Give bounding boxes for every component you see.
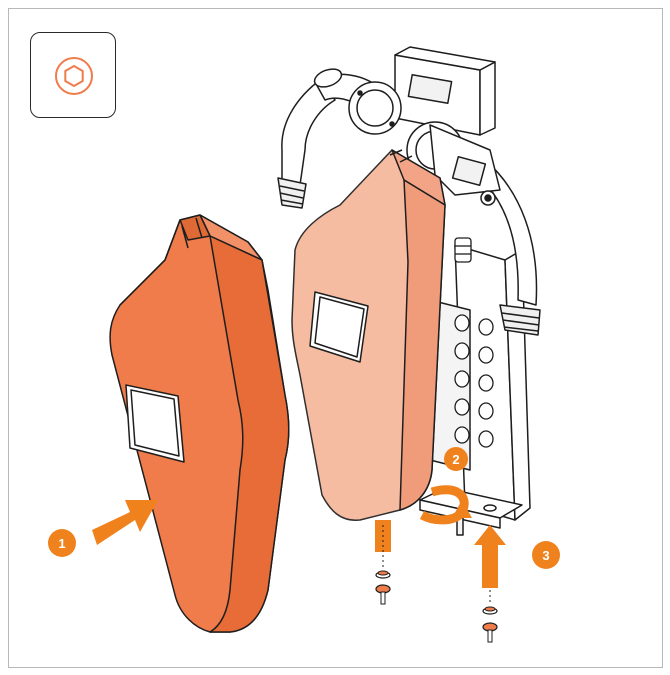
svg-text:2: 2: [452, 452, 459, 467]
svg-text:3: 3: [542, 548, 549, 563]
ghost-cover: [292, 150, 445, 520]
push-arrow: [92, 500, 158, 545]
wall-bracket: [395, 47, 495, 135]
front-cover: [110, 215, 289, 632]
step-badge-3: 3: [532, 541, 560, 569]
top-nut: [455, 238, 471, 262]
screw-right-group: [474, 525, 506, 642]
step-badge-1: 1: [48, 529, 76, 557]
screw-left-group: [375, 520, 391, 604]
svg-text:1: 1: [58, 536, 65, 551]
step-badge-2: 2: [444, 447, 468, 471]
